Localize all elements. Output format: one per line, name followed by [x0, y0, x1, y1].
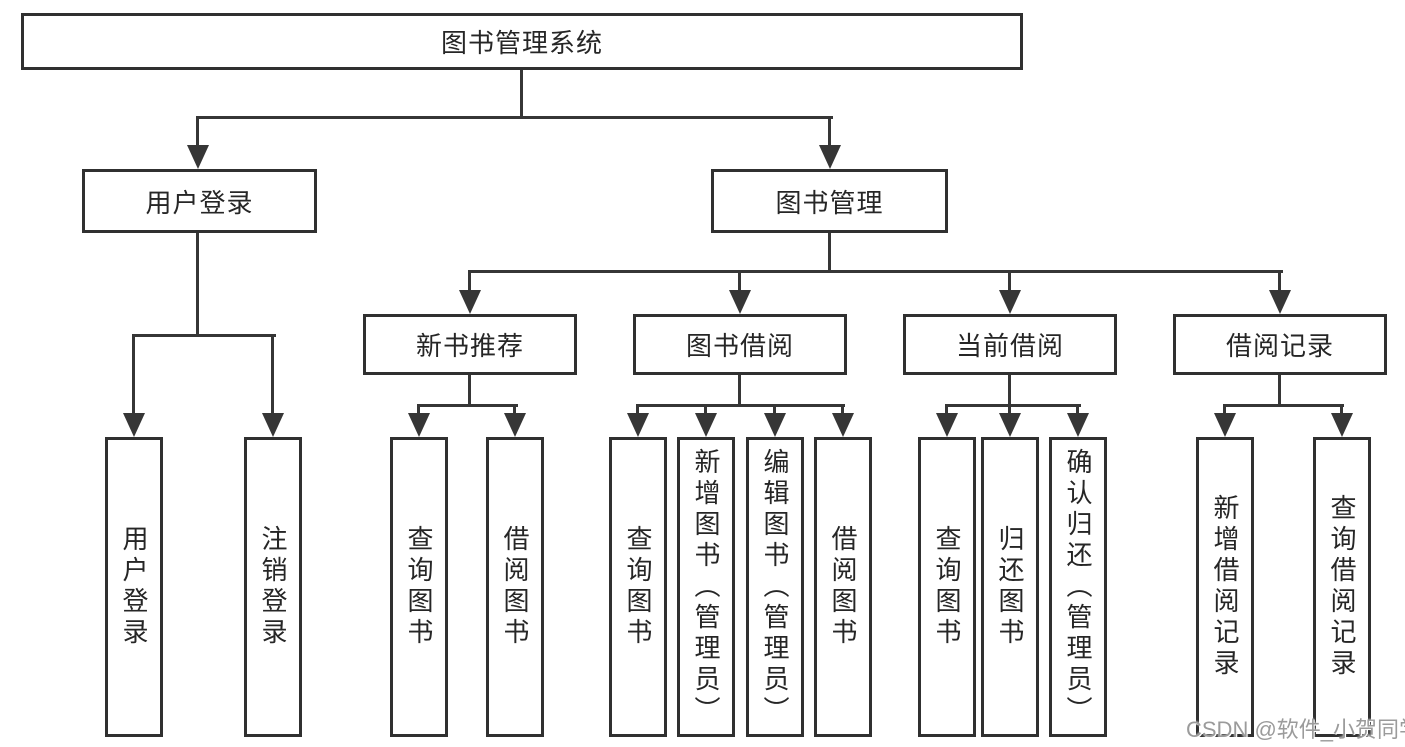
leaf-label: 确认归还（管理员）	[1063, 447, 1093, 727]
leaf-add-books-admin: 新增图书（管理员）	[677, 437, 735, 737]
leaf-label: 借阅图书	[500, 525, 530, 649]
connector-bus	[1223, 404, 1344, 407]
connector-bus	[417, 404, 518, 407]
node-borrow-records: 借阅记录	[1173, 314, 1387, 375]
node-book-borrow: 图书借阅	[633, 314, 847, 375]
leaf-label: 借阅图书	[828, 525, 858, 649]
node-borrow-records-label: 借阅记录	[1225, 331, 1334, 361]
node-book-management: 图书管理	[711, 169, 948, 233]
connector-drop	[1076, 404, 1079, 416]
leaf-label: 新增图书（管理员）	[691, 447, 721, 727]
leaf-query-borrow-record: 查询借阅记录	[1313, 437, 1371, 737]
connector-drop	[132, 334, 135, 417]
connector-drop	[773, 404, 776, 416]
connector-user-stem	[196, 233, 199, 337]
connector-drop	[738, 270, 741, 292]
connector-drop-user-login	[196, 116, 199, 148]
leaf-borrow-books: 借阅图书	[814, 437, 872, 737]
leaf-label: 归还图书	[995, 525, 1025, 649]
node-new-book-recommend-label: 新书推荐	[415, 331, 524, 361]
leaf-add-borrow-record: 新增借阅记录	[1196, 437, 1254, 737]
leaf-confirm-return-admin: 确认归还（管理员）	[1049, 437, 1107, 737]
node-book-management-label: 图书管理	[775, 187, 884, 218]
connector-drop	[417, 404, 420, 416]
node-book-borrow-label: 图书借阅	[685, 331, 794, 361]
arrow-down-icon	[936, 413, 958, 437]
arrow-down-icon	[1067, 413, 1089, 437]
connector-drop	[1008, 270, 1011, 292]
arrow-down-icon	[1331, 413, 1353, 437]
arrow-down-icon	[999, 290, 1021, 314]
arrow-down-icon	[695, 413, 717, 437]
csdn-watermark: CSDN @软件_小贺同学	[1186, 717, 1405, 742]
arrow-down-icon	[819, 145, 841, 169]
arrow-down-icon	[764, 413, 786, 437]
connector-drop	[1008, 404, 1011, 416]
leaf-query-books: 查询图书	[390, 437, 448, 737]
connector-drop	[1340, 404, 1343, 416]
connector-drop	[704, 404, 707, 416]
leaf-label: 编辑图书（管理员）	[760, 447, 790, 727]
node-user-login-label: 用户登录	[145, 187, 254, 218]
leaf-label: 查询图书	[623, 525, 653, 649]
connector-stem	[1278, 375, 1281, 407]
connector-drop	[468, 270, 471, 292]
leaf-query-books: 查询图书	[918, 437, 976, 737]
connector-drop	[945, 404, 948, 416]
leaf-user-login: 用户登录	[105, 437, 163, 737]
connector-stem	[738, 375, 741, 407]
arrow-down-icon	[408, 413, 430, 437]
connector-user-bus	[132, 334, 276, 337]
arrow-down-icon	[262, 413, 284, 437]
arrow-down-icon	[1214, 413, 1236, 437]
leaf-query-books: 查询图书	[609, 437, 667, 737]
connector-root-bus	[196, 116, 833, 119]
leaf-return-books: 归还图书	[981, 437, 1039, 737]
arrow-down-icon	[1269, 290, 1291, 314]
connector-drop	[513, 404, 516, 416]
connector-drop	[1278, 270, 1281, 292]
connector-drop-book-mgmt	[828, 116, 831, 148]
arrow-down-icon	[123, 413, 145, 437]
node-user-login: 用户登录	[82, 169, 317, 233]
connector-bus	[945, 404, 1081, 407]
leaf-logout: 注销登录	[244, 437, 302, 737]
node-root-label: 图书管理系统	[440, 28, 603, 58]
leaf-label: 用户登录	[119, 525, 149, 649]
connector-drop	[841, 404, 844, 416]
node-current-borrow-label: 当前借阅	[955, 331, 1064, 361]
connector-root-stem	[520, 70, 523, 119]
connector-stem	[1008, 375, 1011, 407]
leaf-label: 查询图书	[932, 525, 962, 649]
arrow-down-icon	[504, 413, 526, 437]
arrow-down-icon	[187, 145, 209, 169]
arrow-down-icon	[627, 413, 649, 437]
node-new-book-recommend: 新书推荐	[363, 314, 577, 375]
connector-bookmgmt-bus	[468, 270, 1283, 273]
leaf-label: 查询图书	[404, 525, 434, 649]
arrow-down-icon	[999, 413, 1021, 437]
leaf-label: 查询借阅记录	[1327, 494, 1357, 680]
connector-drop	[271, 334, 274, 417]
node-root-system: 图书管理系统	[21, 13, 1023, 70]
arrow-down-icon	[459, 290, 481, 314]
connector-drop	[636, 404, 639, 416]
leaf-label: 注销登录	[258, 525, 288, 649]
leaf-label: 新增借阅记录	[1210, 494, 1240, 680]
arrow-down-icon	[832, 413, 854, 437]
arrow-down-icon	[729, 290, 751, 314]
connector-stem	[468, 375, 471, 407]
connector-drop	[1223, 404, 1226, 416]
connector-bus	[636, 404, 845, 407]
leaf-edit-books-admin: 编辑图书（管理员）	[746, 437, 804, 737]
leaf-borrow-books: 借阅图书	[486, 437, 544, 737]
connector-bookmgmt-stem	[828, 233, 831, 273]
node-current-borrow: 当前借阅	[903, 314, 1117, 375]
